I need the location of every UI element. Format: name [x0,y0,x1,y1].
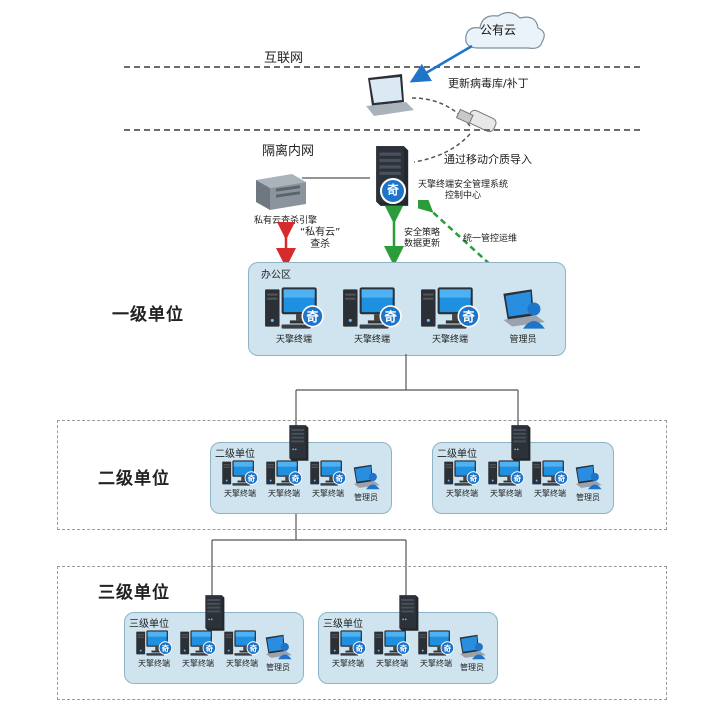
terminal-node: 天擎终端 [263,285,325,345]
terminal-label: 天擎终端 [431,335,468,345]
desktop-computer-icon [309,459,347,487]
control-center-server-icon: 奇 [366,144,412,208]
media-import-path [413,133,471,163]
control-center-label: 天擎终端安全管理系统 控制中心 [418,180,509,201]
private-cloud-engine-label: 私有云查杀引擎 [254,216,318,226]
level2-zone: 二级单位 天擎终端 天擎终端 天擎终端 管理员 [432,442,614,514]
level2-zone-label: 二级单位 [215,449,255,460]
terminal-node: 天擎终端 [419,285,481,345]
terminal-label: 天擎终端 [534,489,566,498]
desktop-computer-icon [329,629,367,657]
level3-label: 三级单位 [98,583,170,603]
cloud-icon [460,8,548,56]
qihoo-badge-icon: 奇 [380,178,406,204]
internet-boundary-line [124,66,640,68]
private-cloud-scan-arrow [276,222,296,266]
laptop-icon [362,74,414,116]
terminal-label: 天擎终端 [376,659,408,668]
terminal-node: 天擎终端 [223,629,261,669]
desktop-computer-icon [531,459,569,487]
admin-node: 管理员 [457,633,487,673]
terminal-node: 天擎终端 [265,459,303,499]
server-icon [506,424,532,462]
desktop-computer-icon [221,459,259,487]
desktop-computer-icon [443,459,481,487]
terminal-node: 天擎终端 [329,629,367,669]
level2-label: 二级单位 [98,469,170,489]
desktop-computer-icon [373,629,411,657]
desktop-computer-icon [487,459,525,487]
terminal-label: 天擎终端 [332,659,364,668]
level1-label: 一级单位 [112,305,184,325]
desktop-computer-icon [179,629,217,657]
desktop-computer-icon [265,459,303,487]
admin-node: 管理员 [573,463,603,503]
admin-node: 管理员 [499,287,547,345]
terminal-node: 天擎终端 [135,629,173,669]
terminal-label: 天擎终端 [182,659,214,668]
server-icon [200,594,226,632]
internet-label: 互联网 [264,51,304,66]
update-arrow [409,44,473,83]
terminal-node: 天擎终端 [179,629,217,669]
unified-label: 统一管控运维 [463,234,518,244]
level3-zone-label: 三级单位 [323,619,363,630]
intranet-label: 隔离内网 [262,144,315,159]
admin-laptop-icon [457,633,487,661]
terminal-label: 天擎终端 [446,489,478,498]
terminal-node: 天擎终端 [443,459,481,499]
terminal-node: 天擎终端 [487,459,525,499]
desktop-computer-icon [135,629,173,657]
level3-boundary [57,566,667,700]
terminal-node: 天擎终端 [417,629,455,669]
level2-boundary [57,420,667,530]
admin-laptop-icon [351,463,381,491]
terminal-node: 天擎终端 [341,285,403,345]
terminal-label: 天擎终端 [268,489,300,498]
cloud-label: 公有云 [480,23,517,37]
terminal-label: 天擎终端 [353,335,390,345]
office-zone: 办公区 天擎终端 天擎终端 天擎终端 管理员 [248,262,566,356]
server-icon [394,594,420,632]
terminal-node: 天擎终端 [221,459,259,499]
admin-label: 管理员 [266,663,290,672]
engine-server-link [302,177,370,179]
admin-label: 管理员 [354,493,378,502]
usb-drive-icon [456,108,500,136]
admin-label: 管理员 [460,663,484,672]
admin-laptop-icon [573,463,603,491]
intranet-boundary-line [124,129,640,131]
level2-zone-label: 二级单位 [437,449,477,460]
update-label: 更新病毒库/补丁 [448,77,529,90]
terminal-label: 天擎终端 [312,489,344,498]
terminal-label: 天擎终端 [226,659,258,668]
level3-zone-label: 三级单位 [129,619,169,630]
terminal-node: 天擎终端 [373,629,411,669]
admin-label: 管理员 [509,335,537,345]
private-cloud-engine-icon [252,170,310,214]
admin-node: 管理员 [351,463,381,503]
admin-node: 管理员 [263,633,293,673]
terminal-label: 天擎终端 [224,489,256,498]
terminal-node: 天擎终端 [309,459,347,499]
office-zone-label: 办公区 [261,270,291,281]
admin-laptop-icon [263,633,293,661]
private-cloud-scan-label: “私有云” 查杀 [300,227,341,250]
terminal-label: 天擎终端 [420,659,452,668]
policy-update-arrow [384,206,404,264]
terminal-label: 天擎终端 [275,335,312,345]
desktop-computer-icon [417,629,455,657]
server-icon [284,424,310,462]
terminal-node: 天擎终端 [531,459,569,499]
terminal-label: 天擎终端 [138,659,170,668]
terminal-label: 天擎终端 [490,489,522,498]
media-label: 通过移动介质导入 [444,153,532,166]
admin-label: 管理员 [576,493,600,502]
desktop-computer-icon [223,629,261,657]
